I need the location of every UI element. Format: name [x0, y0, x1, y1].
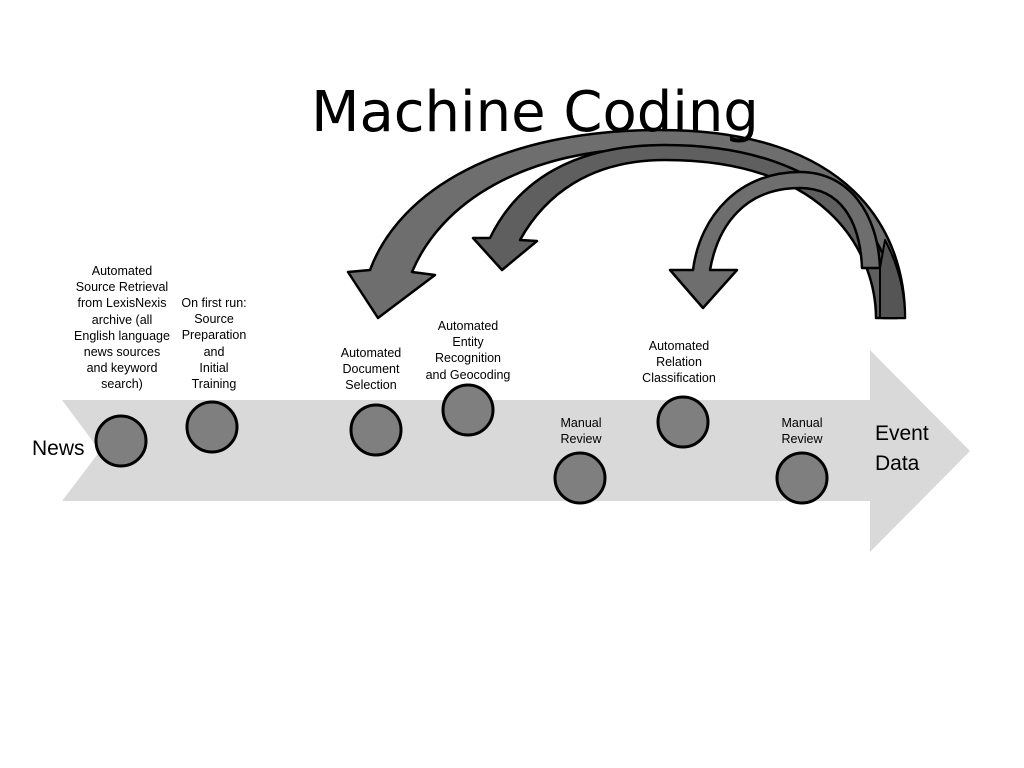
step-label-manual-review-2: Manual Review — [781, 416, 823, 447]
step-label-source-retrieval: Automated Source Retrieval from LexisNex… — [74, 264, 170, 392]
step-node-manual-review-2 — [775, 451, 829, 505]
main-arrow — [62, 350, 970, 552]
step-label-entity-recognition: Automated Entity Recognition and Geocodi… — [425, 319, 511, 382]
step-node-source-preparation — [185, 400, 239, 454]
step-label-manual-review-1: Manual Review — [560, 416, 602, 447]
step-label-document-selection: Automated Document Selection — [340, 346, 402, 393]
step-label-relation-classification: Automated Relation Classification — [642, 339, 716, 386]
diagram-title: Machine Coding — [311, 80, 759, 145]
end-label-event-data: Event Data — [875, 422, 929, 475]
feedback-arrow-tail-band — [879, 239, 906, 319]
feedback-arrow-to-relation-classification — [668, 170, 882, 310]
step-label-source-preparation: On first run: Source Preparation and Ini… — [181, 296, 247, 392]
feedback-arrow-to-entity-recognition — [471, 143, 899, 320]
step-node-manual-review-1 — [553, 451, 607, 505]
step-node-document-selection — [349, 403, 403, 457]
step-node-source-retrieval — [94, 414, 148, 468]
step-node-relation-classification — [656, 395, 710, 449]
start-label-news: News — [32, 437, 85, 460]
step-node-entity-recognition — [441, 383, 495, 437]
